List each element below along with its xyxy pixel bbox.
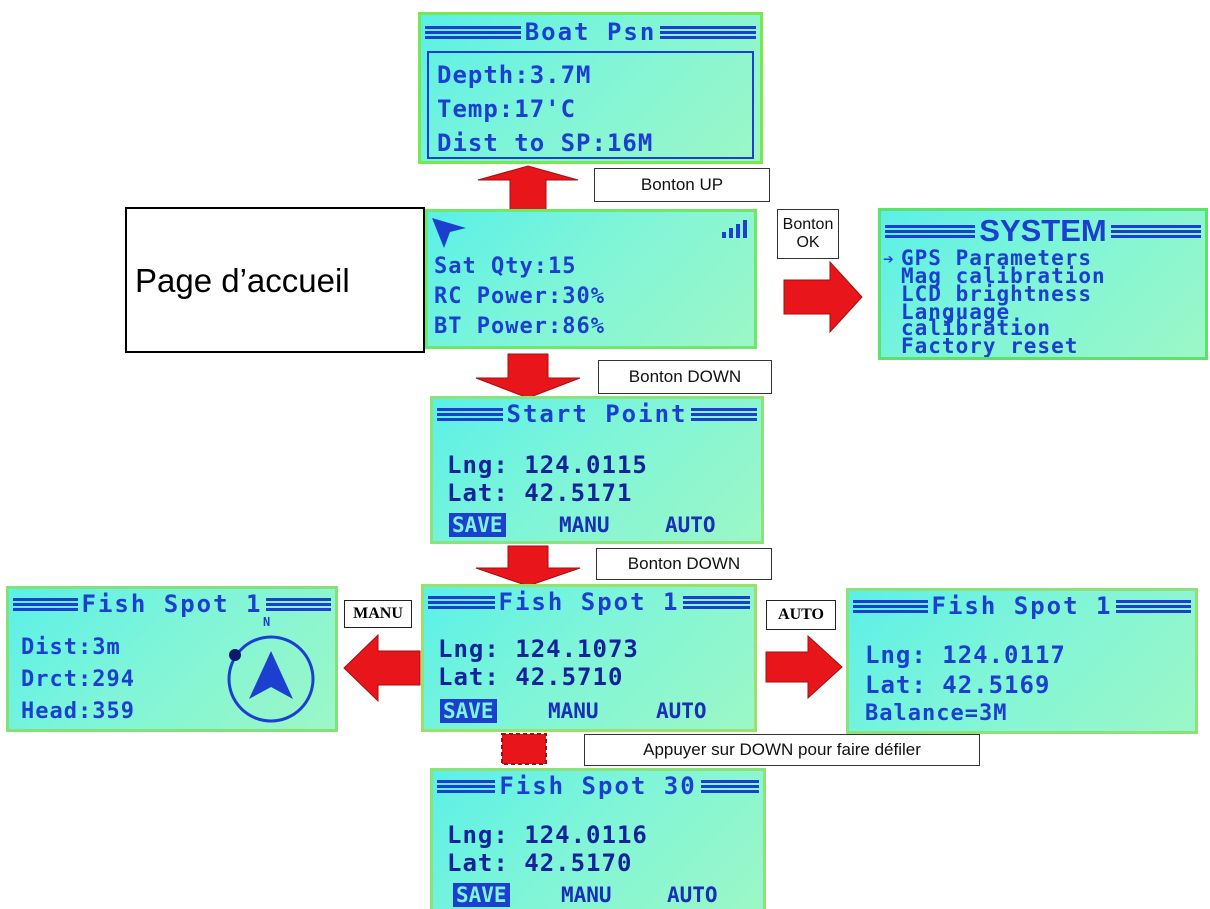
- arrow-right-icon: [765, 634, 843, 700]
- fish-manu-drct: Drct:294: [21, 667, 135, 692]
- temp-readout: Temp:17'C: [437, 95, 577, 123]
- lcd-fish-spot-auto: Fish Spot 1 Lng: 124.0117 Lat: 42.5169 B…: [846, 588, 1198, 734]
- fish-manu-head: Head:359: [21, 699, 135, 724]
- softkey-auto[interactable]: AUTO: [665, 513, 716, 537]
- boat-psn-title: Boat Psn: [524, 18, 657, 46]
- callout-up: Bonton UP: [594, 168, 770, 202]
- arrow-right-icon: [783, 260, 863, 334]
- fish-30-lat: Lat: 42.5170: [447, 849, 633, 877]
- system-item-language[interactable]: Language: [901, 300, 1011, 324]
- softkey-save[interactable]: SAVE: [440, 699, 497, 723]
- system-item-factory-reset[interactable]: Factory reset: [901, 334, 1079, 358]
- fish-auto-balance: Balance=3M: [865, 701, 1008, 726]
- softkey-save[interactable]: SAVE: [449, 513, 506, 537]
- sat-qty-readout: Sat Qty:15: [434, 254, 577, 279]
- callout-ok: Bonton OK: [777, 209, 839, 259]
- scroll-indicator-icon: [501, 733, 547, 765]
- fish-30-title: Fish Spot 30: [499, 772, 697, 800]
- system-title-bar: SYSTEM: [881, 213, 1205, 249]
- depth-readout: Depth:3.7M: [437, 61, 592, 89]
- callout-down-2: Bonton DOWN: [596, 548, 772, 580]
- tag-auto: AUTO: [766, 600, 836, 630]
- fish-auto-title-bar: Fish Spot 1: [849, 591, 1195, 621]
- fish-auto-lng: Lng: 124.0117: [865, 641, 1066, 669]
- rc-power-readout: RC Power:30%: [434, 284, 605, 309]
- compass-icon: [227, 635, 315, 723]
- lcd-boat-position: Boat Psn Depth:3.7M Temp:17'C Dist to SP…: [418, 12, 763, 164]
- softkey-manu[interactable]: MANU: [559, 513, 610, 537]
- signal-bars-icon: [722, 220, 747, 238]
- arrow-left-icon: [343, 633, 421, 703]
- lcd-title-bar: Boat Psn: [421, 17, 760, 47]
- lcd-system-menu: SYSTEM ➔ GPS Parameters Mag calibration …: [878, 208, 1208, 360]
- softkey-auto[interactable]: AUTO: [667, 883, 718, 907]
- start-point-title-bar: Start Point: [433, 399, 761, 429]
- fish-30-lng: Lng: 124.0116: [447, 821, 648, 849]
- dist-to-sp-readout: Dist to SP:16M: [437, 129, 654, 157]
- navigation-arrow-icon: [432, 218, 466, 248]
- fish-center-lat: Lat: 42.5710: [438, 663, 624, 691]
- home-page-label: Page d’accueil: [135, 262, 350, 299]
- system-selection-marker: ➔: [883, 249, 895, 270]
- softkey-manu[interactable]: MANU: [561, 883, 612, 907]
- lcd-frame: [427, 51, 754, 159]
- fish-center-title: Fish Spot 1: [498, 588, 680, 616]
- lcd-fish-spot-30: Fish Spot 30 Lng: 124.0116 Lat: 42.5170 …: [430, 768, 766, 909]
- fish-center-lng: Lng: 124.1073: [438, 635, 639, 663]
- fish-30-title-bar: Fish Spot 30: [433, 771, 763, 801]
- system-item-gps-parameters[interactable]: GPS Parameters: [901, 246, 1093, 270]
- fish-manu-title-bar: Fish Spot 1: [9, 589, 335, 619]
- fish-center-title-bar: Fish Spot 1: [424, 587, 754, 617]
- home-page-frame: [125, 207, 425, 353]
- fish-auto-lat: Lat: 42.5169: [865, 671, 1051, 699]
- callout-scroll: Appuyer sur DOWN pour faire défiler: [584, 734, 980, 766]
- lcd-fish-spot-manu: Fish Spot 1 Dist:3m Drct:294 Head:359 N: [6, 586, 338, 732]
- start-point-title: Start Point: [506, 400, 688, 428]
- system-item-calibration[interactable]: calibration: [901, 316, 1052, 340]
- system-title: SYSTEM: [979, 213, 1107, 248]
- softkey-auto[interactable]: AUTO: [656, 699, 707, 723]
- fish-auto-title: Fish Spot 1: [931, 592, 1113, 620]
- system-item-mag-calibration[interactable]: Mag calibration: [901, 264, 1106, 288]
- arrow-down-icon: [475, 545, 581, 587]
- softkey-save[interactable]: SAVE: [453, 883, 510, 907]
- system-item-lcd-brightness[interactable]: LCD brightness: [901, 282, 1093, 306]
- lcd-start-point: Start Point Lng: 124.0115 Lat: 42.5171 S…: [430, 396, 764, 544]
- fish-manu-dist: Dist:3m: [21, 635, 121, 660]
- lcd-home: Sat Qty:15 RC Power:30% BT Power:86%: [425, 209, 757, 349]
- compass-north-label: N: [263, 615, 272, 629]
- arrow-down-icon: [475, 353, 581, 399]
- tag-manu: MANU: [344, 600, 412, 628]
- lcd-fish-spot-center: Fish Spot 1 Lng: 124.1073 Lat: 42.5710 S…: [421, 584, 757, 732]
- start-point-lat: Lat: 42.5171: [447, 479, 633, 507]
- callout-down-1: Bonton DOWN: [598, 360, 772, 394]
- softkey-manu[interactable]: MANU: [548, 699, 599, 723]
- start-point-lng: Lng: 124.0115: [447, 451, 648, 479]
- fish-manu-title: Fish Spot 1: [81, 590, 263, 618]
- bt-power-readout: BT Power:86%: [434, 314, 605, 339]
- arrow-up-icon: [477, 165, 579, 211]
